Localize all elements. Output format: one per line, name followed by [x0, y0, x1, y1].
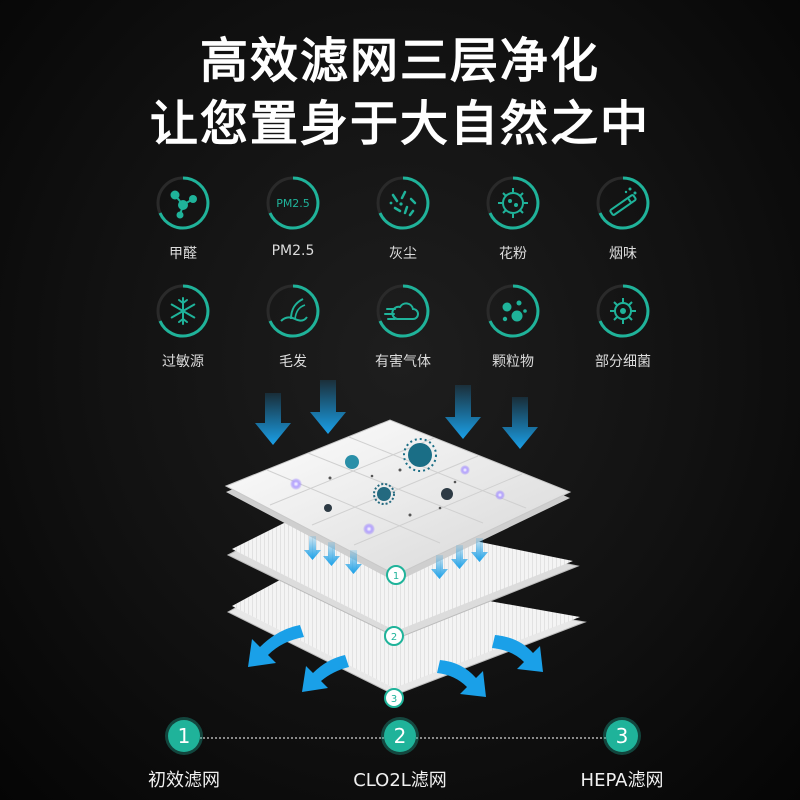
step-connector: [416, 737, 606, 739]
gas-cloud-icon: [376, 284, 430, 338]
down-arrow-icon: [431, 555, 448, 579]
snowflake-icon: [156, 284, 210, 338]
pollutant-label: 花粉: [499, 246, 527, 262]
pollutant-particulates: 颗粒物: [458, 283, 568, 371]
down-arrow-icon: [255, 393, 291, 445]
down-arrow-icon: [451, 545, 468, 569]
cigarette-icon: [596, 176, 650, 230]
pm25-icon: PM2.5: [266, 176, 320, 230]
pollutant-harmful-gas: 有害气体: [348, 283, 458, 371]
pollutant-label: 烟味: [609, 246, 637, 262]
layer-marker-1: 1: [393, 571, 399, 582]
filter-layer-1: 1: [224, 419, 572, 585]
step-badge-3: 3: [606, 720, 638, 752]
headline-line-1: 高效滤网三层净化: [199, 33, 600, 89]
down-arrow-icon: [502, 397, 538, 449]
airflow-in-arrows: [255, 380, 538, 449]
headline-line-2: 让您置身于大自然之中: [149, 96, 650, 152]
particles-icon: [486, 284, 540, 338]
captured-particles: [290, 438, 505, 535]
down-arrow-icon: [304, 536, 321, 560]
step-connector: [200, 737, 384, 739]
curved-arrow-icon: [248, 625, 304, 667]
pollutant-label: 过敏源: [162, 354, 204, 370]
pollutant-smoke: 烟味: [568, 175, 678, 263]
curved-arrow-icon: [492, 635, 543, 672]
down-arrow-icon: [345, 550, 362, 574]
pollutant-label: 毛发: [279, 354, 307, 370]
molecule-icon: [156, 176, 210, 230]
dust-icon: [376, 176, 430, 230]
pm25-icon-text: PM2.5: [276, 197, 310, 210]
step-label-2: CLO2L滤网: [353, 770, 447, 791]
curved-arrow-icon: [302, 655, 349, 692]
pollutant-formaldehyde: 甲醛: [128, 175, 238, 263]
down-arrow-icon: [323, 542, 340, 566]
layer-marker-2: 2: [391, 632, 397, 643]
pollutant-pollen: 花粉: [458, 175, 568, 263]
bacteria-icon: [596, 284, 650, 338]
pollutant-label: PM2.5: [271, 243, 315, 259]
layer-marker-3: 3: [391, 694, 397, 705]
pollutant-pm25: PM2.5 PM2.5: [238, 175, 348, 259]
airflow-out-arrows: [248, 625, 543, 697]
curved-arrow-icon: [437, 660, 486, 697]
pollen-icon: [486, 176, 540, 230]
airflow-middle-arrows: [304, 536, 488, 579]
pollutant-label: 有害气体: [375, 354, 431, 370]
step-label-1: 初效滤网: [148, 770, 220, 791]
pollutant-dust: 灰尘: [348, 175, 458, 263]
pollutant-allergen: 过敏源: [128, 283, 238, 371]
pollutant-hair: 毛发: [238, 283, 348, 371]
step-label-3: HEPA滤网: [580, 770, 664, 791]
step-badge-1: 1: [168, 720, 200, 752]
pollutant-label: 灰尘: [389, 246, 417, 262]
hair-icon: [266, 284, 320, 338]
pollutant-icon-grid: 甲醛 PM2.5 PM2.5 灰尘: [128, 175, 688, 375]
filter-steps: 1 2 3 初效滤网 CLO2L滤网 HEPA滤网: [0, 720, 800, 800]
down-arrow-icon: [445, 385, 481, 439]
pollutant-label: 部分细菌: [595, 354, 651, 370]
pollutant-label: 甲醛: [169, 246, 197, 262]
step-badge-2: 2: [384, 720, 416, 752]
filter-stack-illustration: 3 2: [224, 380, 587, 708]
pollutant-label: 颗粒物: [492, 354, 534, 370]
down-arrow-icon: [310, 380, 346, 434]
down-arrow-icon: [471, 538, 488, 562]
pollutant-bacteria: 部分细菌: [568, 283, 678, 371]
